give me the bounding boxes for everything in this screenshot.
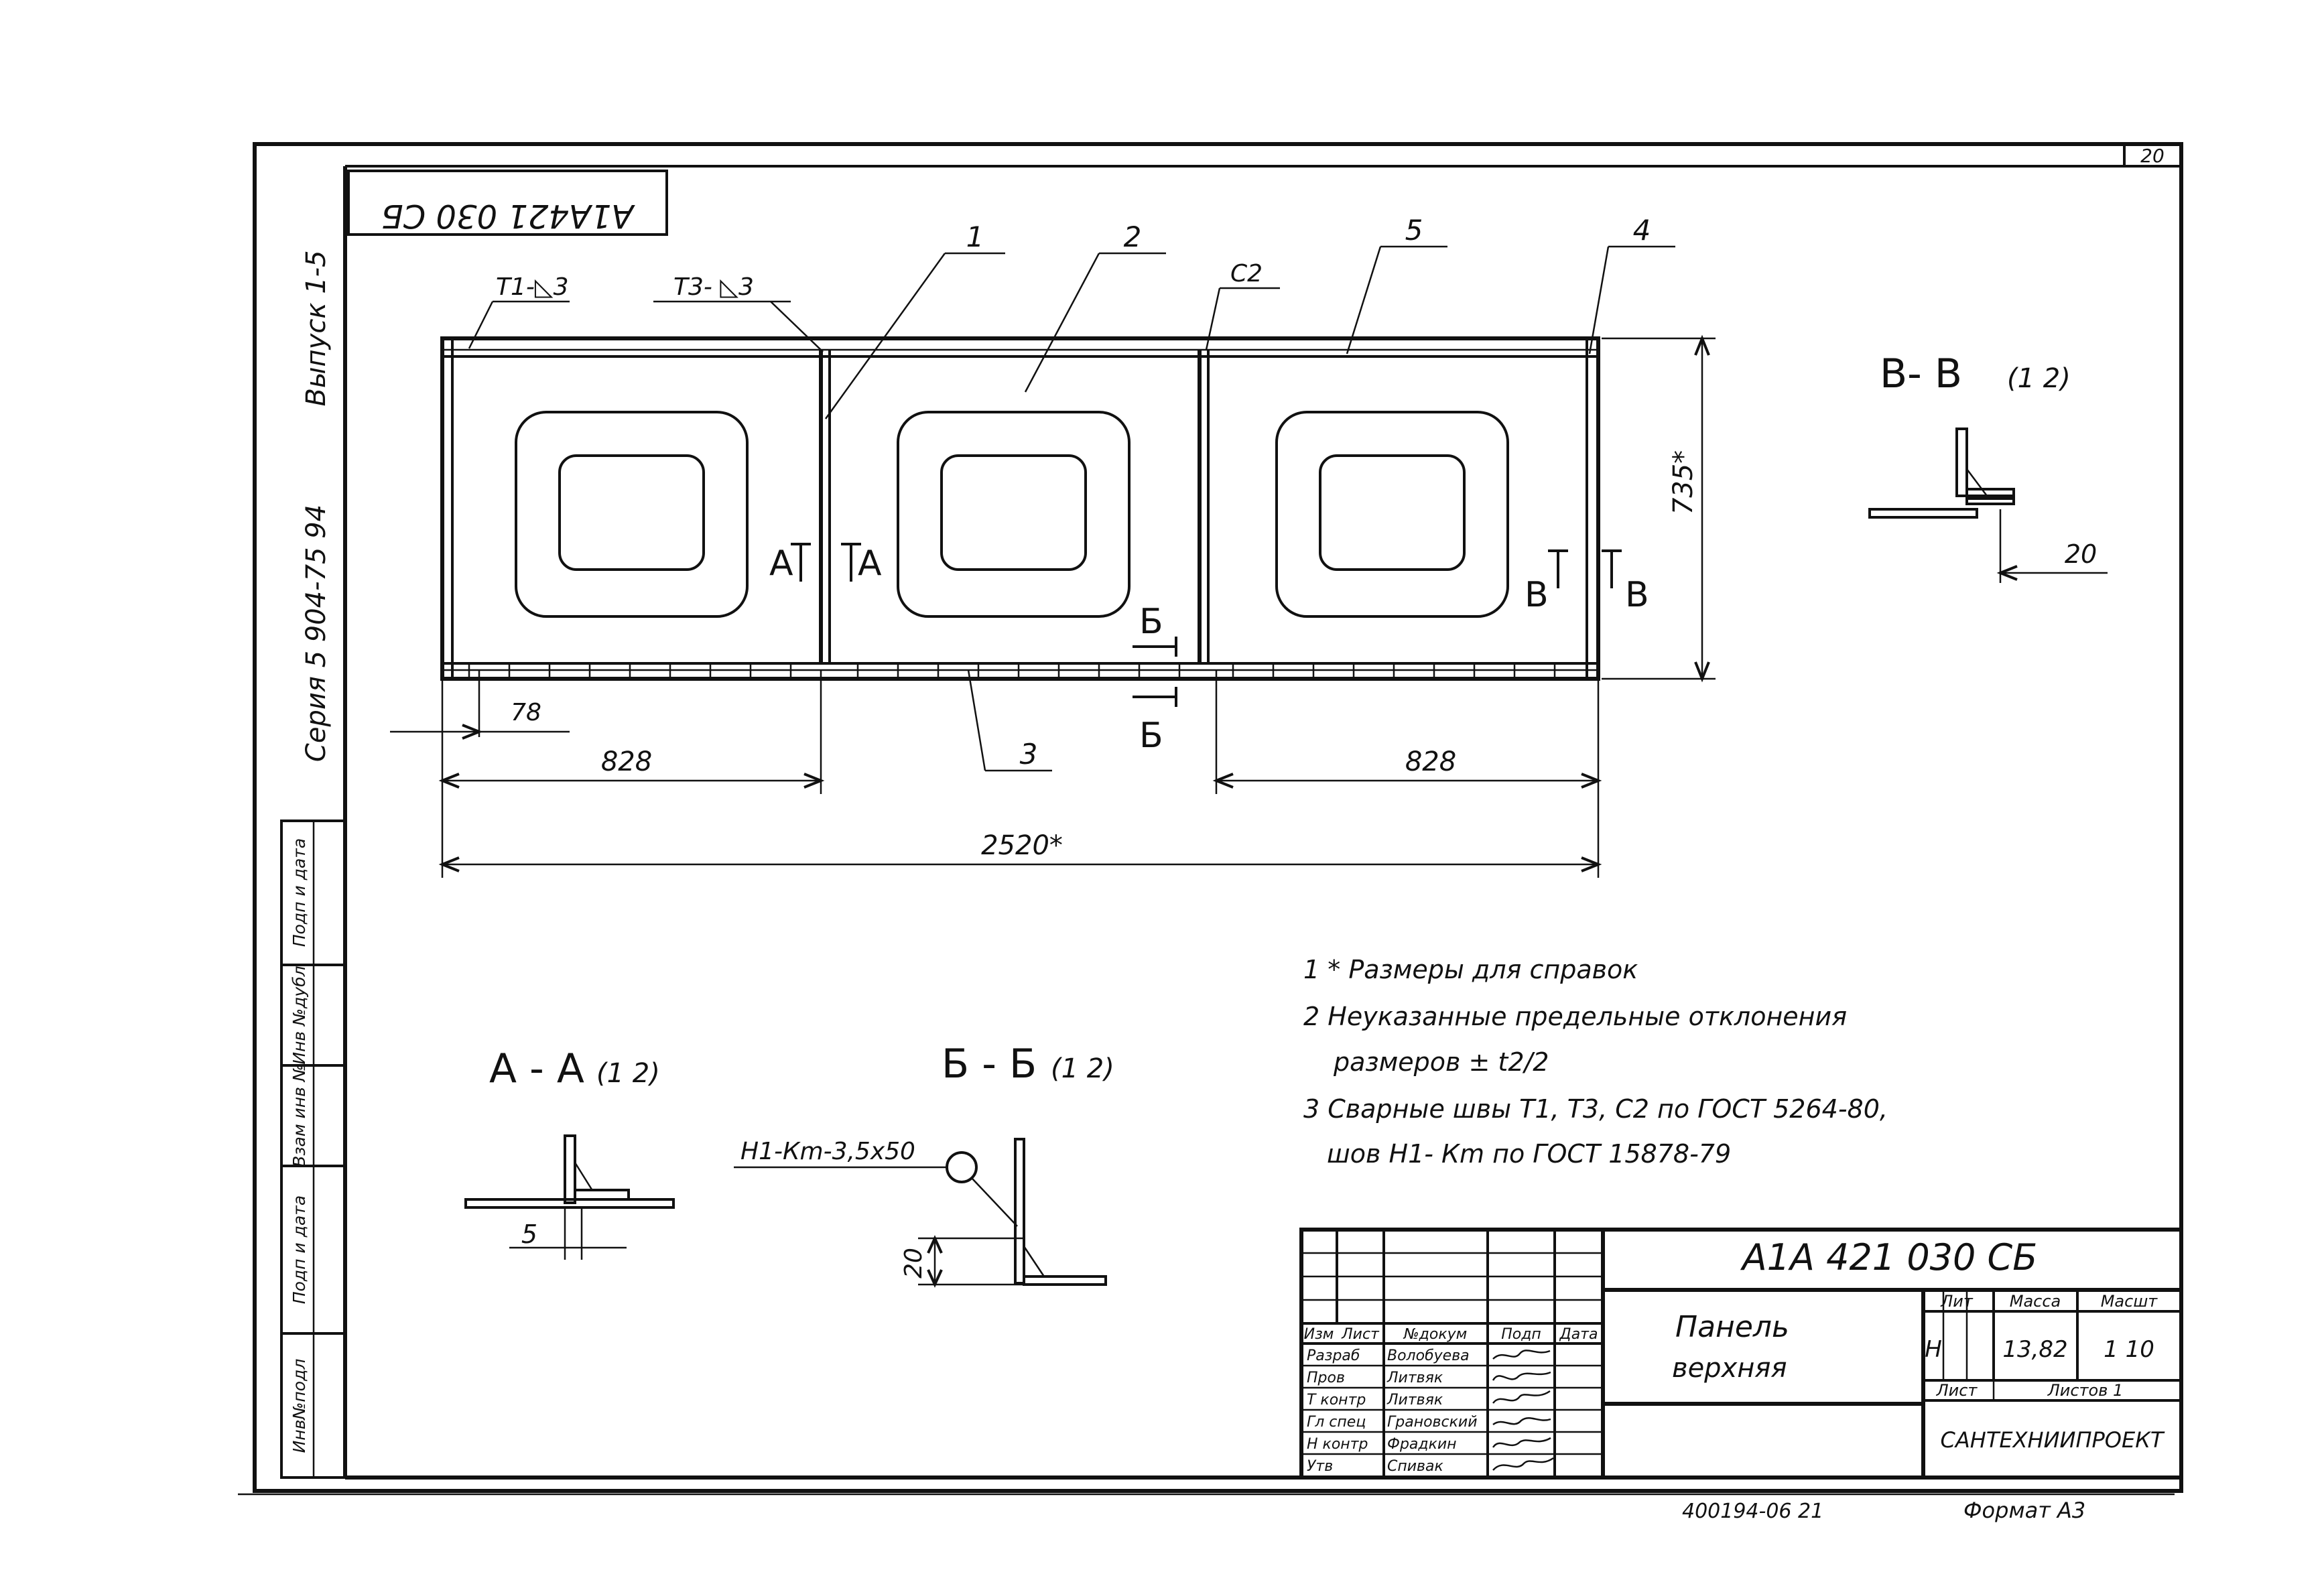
tb-sheet-label: Лист (1936, 1381, 1978, 1400)
footer-archive: 400194-06 21 (1682, 1500, 1823, 1523)
sheet-number-box (2123, 143, 2183, 168)
section-bb-title: Б - Б (942, 1041, 1037, 1088)
section-aa: А - А (1 2) 5 (464, 1045, 675, 1260)
dim-left-span: 828 (601, 746, 652, 777)
stamp-3-inner (1319, 454, 1466, 571)
section-mark-b-top: Б (1139, 602, 1163, 642)
section-bb-dim: 20 (900, 1248, 927, 1278)
section-mark-b-bottom: Б (1139, 716, 1163, 756)
tb-role-2: Пров (1307, 1370, 1345, 1386)
tb-role-6: Утв (1307, 1458, 1333, 1475)
callout-pos-4: 4 (1633, 214, 1651, 247)
side-field-4: Подп и дата (289, 1195, 309, 1304)
callout-weld-t3: Т3- ◺3 (673, 273, 754, 301)
section-vv-scale: (1 2) (2007, 363, 2071, 394)
tb-col-list: Лист (1341, 1326, 1380, 1343)
section-bb: Б - Б (1 2) Н1-Кm-3,5х50 20 (734, 1041, 1114, 1288)
section-aa-title: А - А (489, 1045, 584, 1092)
section-aa-dim: 5 (521, 1220, 537, 1249)
tb-col-doc: №докум (1403, 1326, 1467, 1343)
callout-pos-5: 5 (1405, 214, 1423, 247)
weld-h1-circle (946, 1151, 978, 1183)
tb-org: САНТЕХНИИПРОЕКТ (1941, 1427, 2165, 1453)
panel-outline (440, 336, 1600, 681)
signatures (1492, 1350, 1554, 1471)
side-field-1: Подп и дата (289, 838, 309, 947)
tb-col-date: Дата (1559, 1326, 1598, 1343)
note-3-cont: шов Н1- Кm по ГОСТ 15878-79 (1327, 1139, 1731, 1169)
section-vv: В- В (1 2) 20 (1868, 350, 2108, 583)
side-field-5: Инв№подл (289, 1359, 309, 1453)
note-3: 3 Сварные швы Т1, Т3, С2 по ГОСТ 5264-80… (1303, 1094, 1888, 1124)
section-bb-scale: (1 2) (1051, 1053, 1114, 1084)
tb-name-line2: верхняя (1672, 1353, 1787, 1384)
tb-lit-label: Лит (1940, 1292, 1974, 1311)
tb-name-line1: Панель (1675, 1310, 1789, 1344)
title-block: Изм Лист №докум Подп Дата Разраб Пров Т … (1299, 1228, 2183, 1480)
tb-name-2: Литвяк (1386, 1370, 1443, 1386)
section-mark-v-left: В (1525, 575, 1549, 615)
dim-right-span: 828 (1405, 746, 1456, 777)
section-mark-a-left: А (769, 543, 793, 584)
tb-role-3: Т контр (1307, 1392, 1366, 1408)
note-2-cont: размеров ± t2/2 (1333, 1047, 1549, 1077)
stamp-2-outer (897, 411, 1131, 618)
tb-role-5: Н контр (1307, 1436, 1368, 1453)
tb-sheets-label: Листов 1 (2047, 1381, 2124, 1400)
tb-name-1: Волобуева (1387, 1348, 1470, 1364)
tb-role-1: Разраб (1307, 1348, 1360, 1364)
dimensions: 735* 78 828 828 2520* (390, 334, 1716, 878)
callout-pos-3: 3 (1020, 738, 1038, 771)
tb-col-sign: Подп (1501, 1326, 1541, 1343)
stamp-1-outer (515, 411, 749, 618)
side-strip: Выпуск 1-5 Серия 5 904-75 94 Подп и дата… (280, 250, 346, 1479)
notes: 1 * Размеры для справок 2 Неуказанные пр… (1303, 955, 1888, 1169)
footer-format: Формат А3 (1963, 1498, 2085, 1523)
note-1: 1 * Размеры для справок (1303, 955, 1638, 984)
tb-mass-value: 13,82 (2002, 1336, 2067, 1363)
dim-total: 2520* (981, 830, 1063, 861)
tb-col-izm: Изм (1304, 1326, 1334, 1343)
tb-mass-label: Масса (2010, 1292, 2061, 1311)
section-mark-v-right: В (1625, 575, 1649, 615)
side-field-3: Взам инв № (289, 1064, 309, 1167)
section-marks: А А Б Б В В (769, 543, 1649, 756)
note-2: 2 Неуказанные предельные отклонения (1303, 1002, 1847, 1031)
tb-name-4: Грановский (1387, 1414, 1478, 1431)
callout-weld-t1: Т1-◺3 (496, 273, 568, 301)
callouts: Т1-◺3 Т3- ◺3 С2 1 2 5 4 3 (468, 214, 1675, 772)
dim-height: 735* (1668, 450, 1699, 515)
sheet-frame (253, 142, 2183, 1493)
section-aa-scale: (1 2) (596, 1058, 660, 1089)
tb-designation: А1А 421 030 СБ (1740, 1236, 2038, 1278)
stamp-2-inner (940, 454, 1087, 571)
panel-view (440, 336, 1600, 681)
stamp-box: А1А421 030 СБ (347, 170, 668, 236)
side-strip-series: Серия 5 904-75 94 (301, 505, 332, 762)
stamp-3-outer (1275, 411, 1509, 618)
section-mark-a-right: А (858, 543, 882, 584)
stamp-1-inner (558, 454, 705, 571)
tb-scale-label: Масшт (2101, 1292, 2158, 1311)
tb-name-6: Спивак (1387, 1458, 1443, 1475)
stamp-code: А1А421 030 СБ (381, 197, 635, 235)
section-vv-title: В- В (1880, 350, 1962, 397)
dim-offset: 78 (511, 699, 541, 726)
callout-pos-2: 2 (1124, 220, 1142, 253)
callout-weld-c2: С2 (1230, 260, 1263, 287)
section-vv-dim: 20 (2065, 539, 2097, 569)
tb-lit-value: Н (1925, 1336, 1942, 1363)
tb-name-5: Фрадкин (1387, 1436, 1457, 1453)
callout-weld-h1: Н1-Кm-3,5х50 (740, 1138, 915, 1165)
tb-name-3: Литвяк (1386, 1392, 1443, 1408)
sheet-number: 20 (2140, 145, 2165, 167)
tb-scale-value: 1 10 (2104, 1336, 2154, 1363)
side-field-2: Инв №дубл (289, 966, 309, 1064)
callout-pos-1: 1 (966, 220, 984, 253)
tb-role-4: Гл спец (1307, 1414, 1366, 1431)
side-strip-issue: Выпуск 1-5 (301, 250, 332, 406)
